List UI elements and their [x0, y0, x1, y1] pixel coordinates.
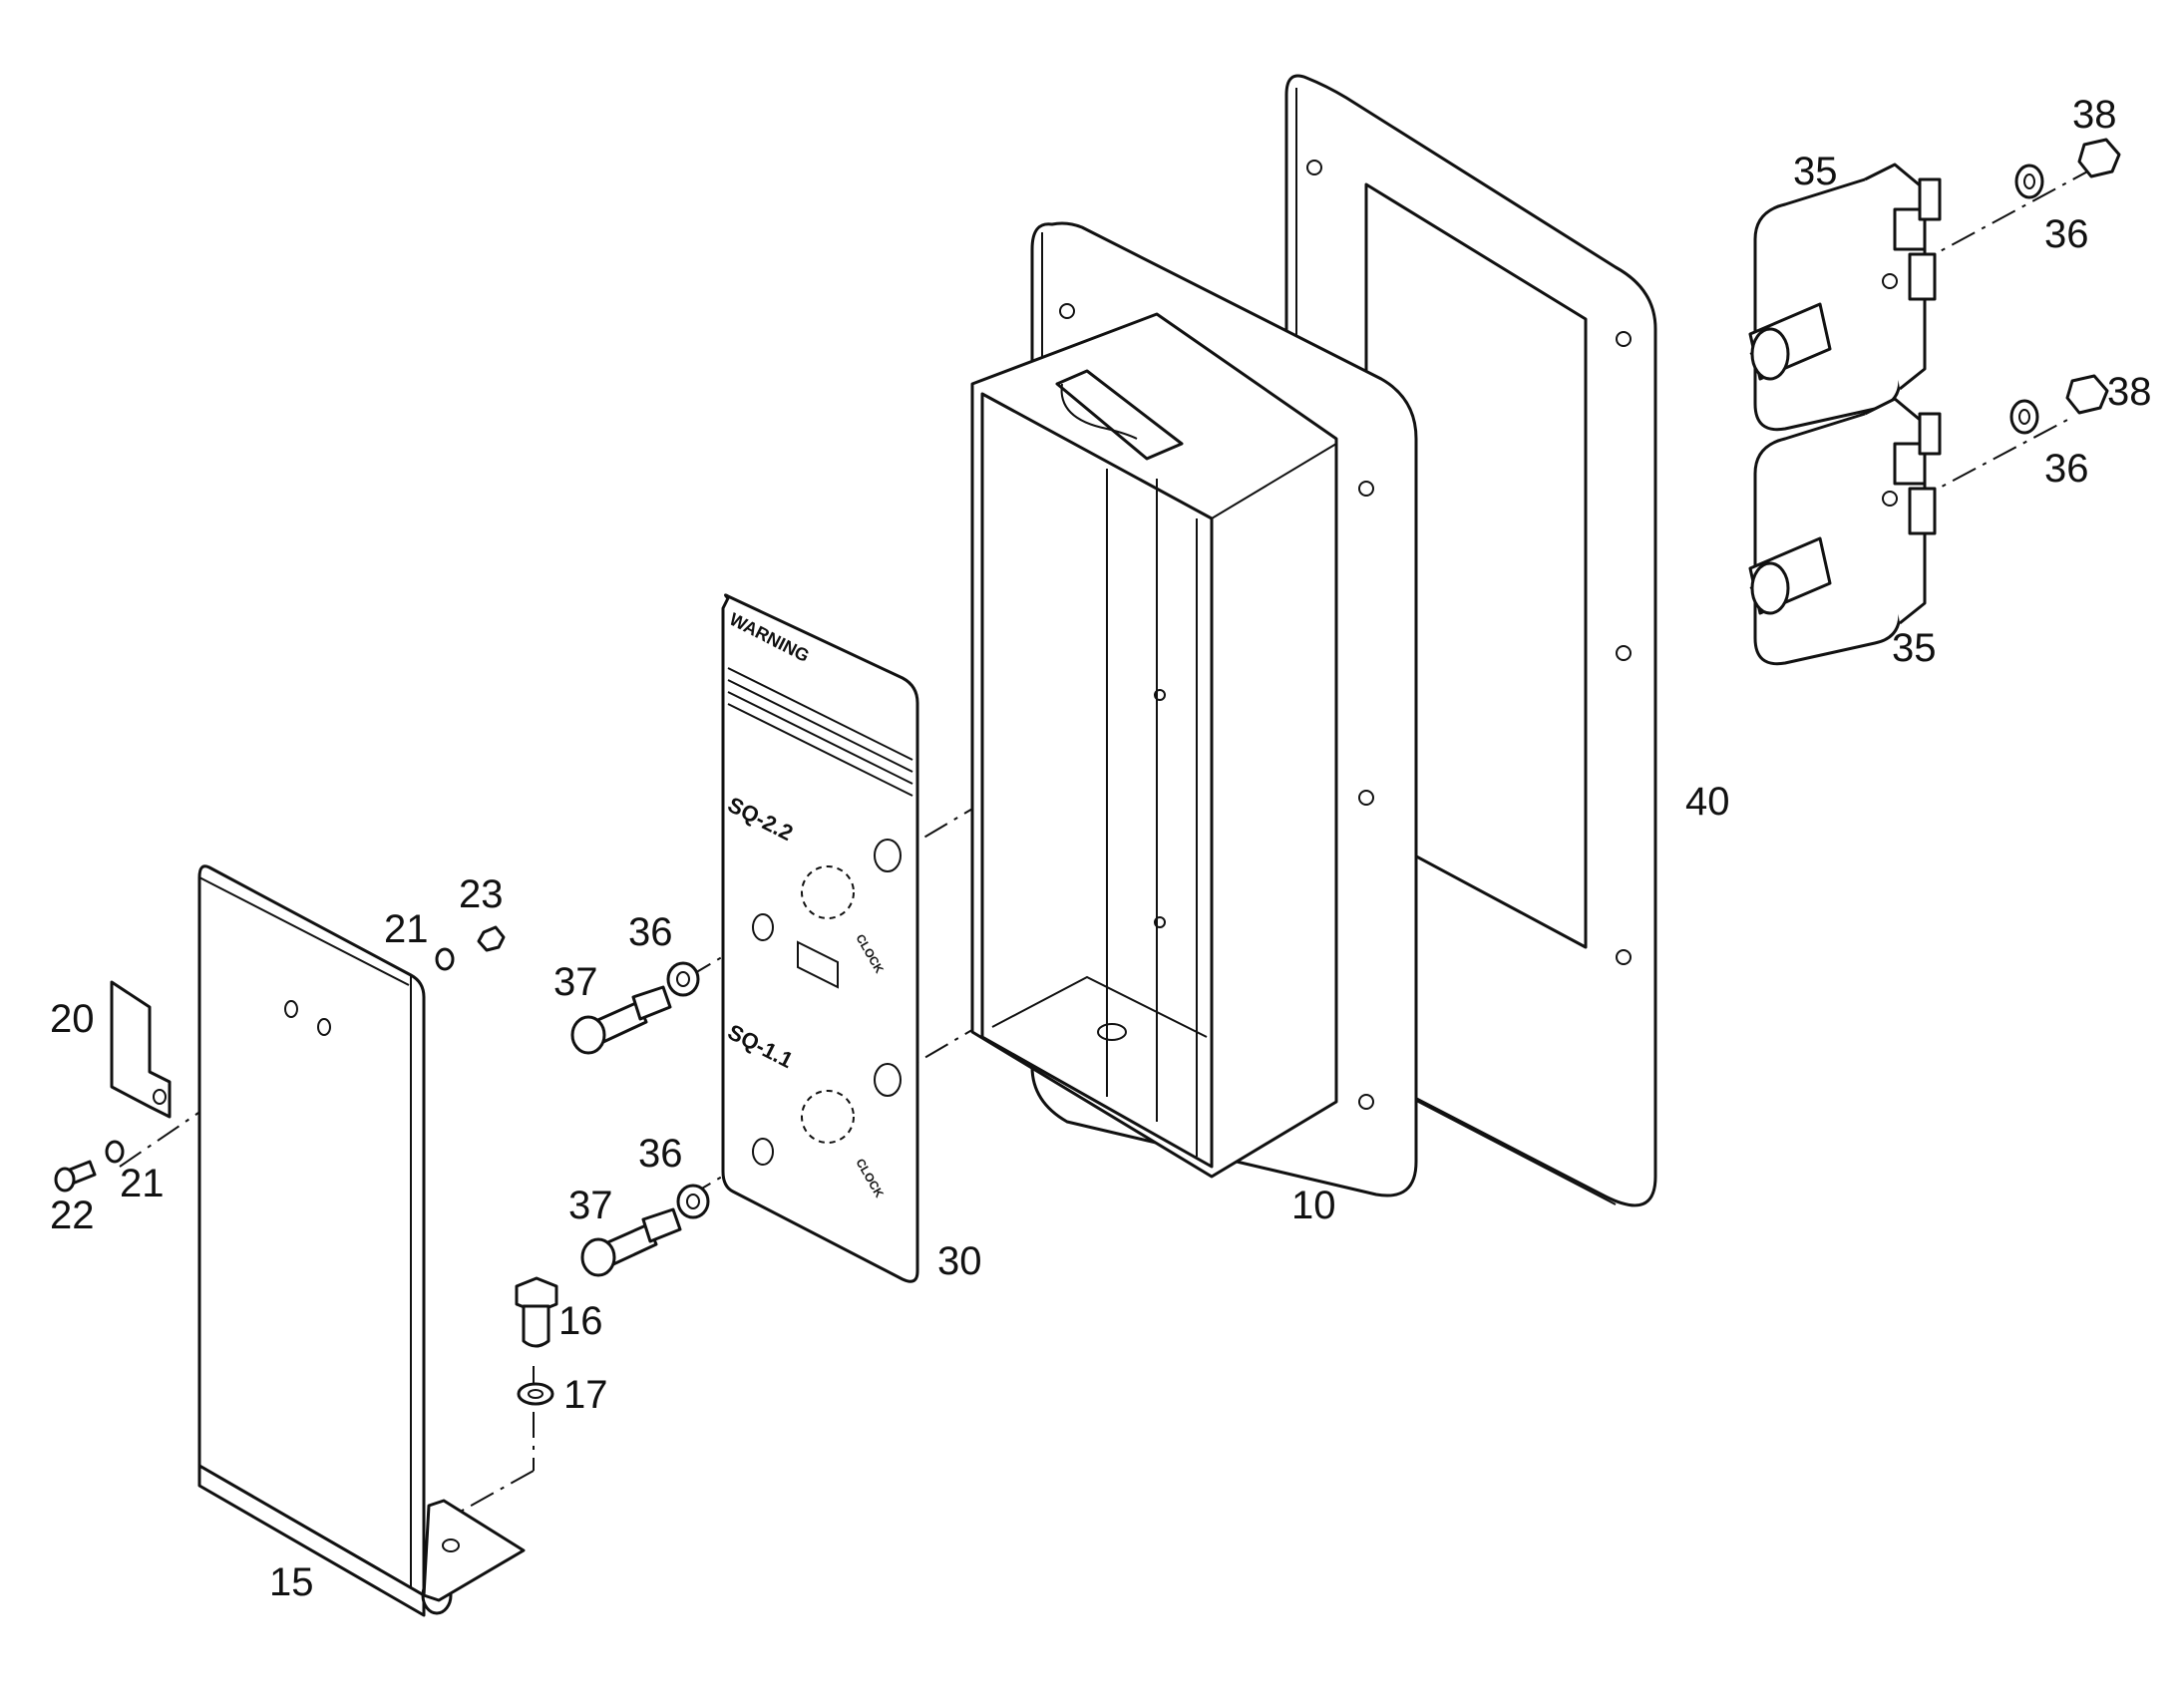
door-panel-15	[197, 864, 526, 1617]
callout-20: 20	[50, 997, 95, 1041]
switch-35-lower	[1748, 397, 1942, 666]
callout-16: 16	[558, 1299, 603, 1343]
callout-35-lower: 35	[1892, 626, 1937, 670]
latch-bracket-20	[110, 980, 172, 1119]
callout-15: 15	[269, 1560, 314, 1604]
bolt-16-washer-17	[515, 1276, 558, 1406]
callout-40: 40	[1685, 780, 1730, 824]
callout-23: 23	[459, 872, 504, 916]
small-hardware	[54, 925, 506, 1193]
washers-nuts-right	[2009, 138, 2121, 435]
callout-36-right: 36	[2044, 447, 2089, 491]
label-plate-30: WARNING SQ-2.2 SQ-1.1 CLOCK CLOCK	[721, 593, 919, 1283]
callout-10: 10	[1291, 1184, 1336, 1227]
callout-21-upper: 21	[384, 907, 429, 951]
callout-21-lower: 21	[120, 1162, 165, 1205]
callout-labels: 10 15 16 17 20 21 21 22 23 30 35 35 36 3…	[50, 93, 2152, 1604]
callout-36-top: 36	[2044, 212, 2089, 256]
switch-35-upper	[1748, 163, 1942, 432]
callout-35-upper: 35	[1793, 150, 1838, 193]
callout-22: 22	[50, 1194, 95, 1237]
callout-17: 17	[563, 1373, 608, 1417]
screws-37	[570, 961, 710, 1277]
callout-36-plate-upper: 36	[628, 910, 673, 954]
callout-30: 30	[937, 1239, 982, 1283]
box-housing-10	[970, 221, 1418, 1197]
callout-38-lower: 38	[2107, 370, 2152, 414]
callout-37-upper: 37	[553, 960, 598, 1004]
callout-38-upper: 38	[2072, 93, 2117, 137]
callout-37-lower: 37	[568, 1184, 613, 1227]
callout-36-plate-lower: 36	[638, 1132, 683, 1176]
